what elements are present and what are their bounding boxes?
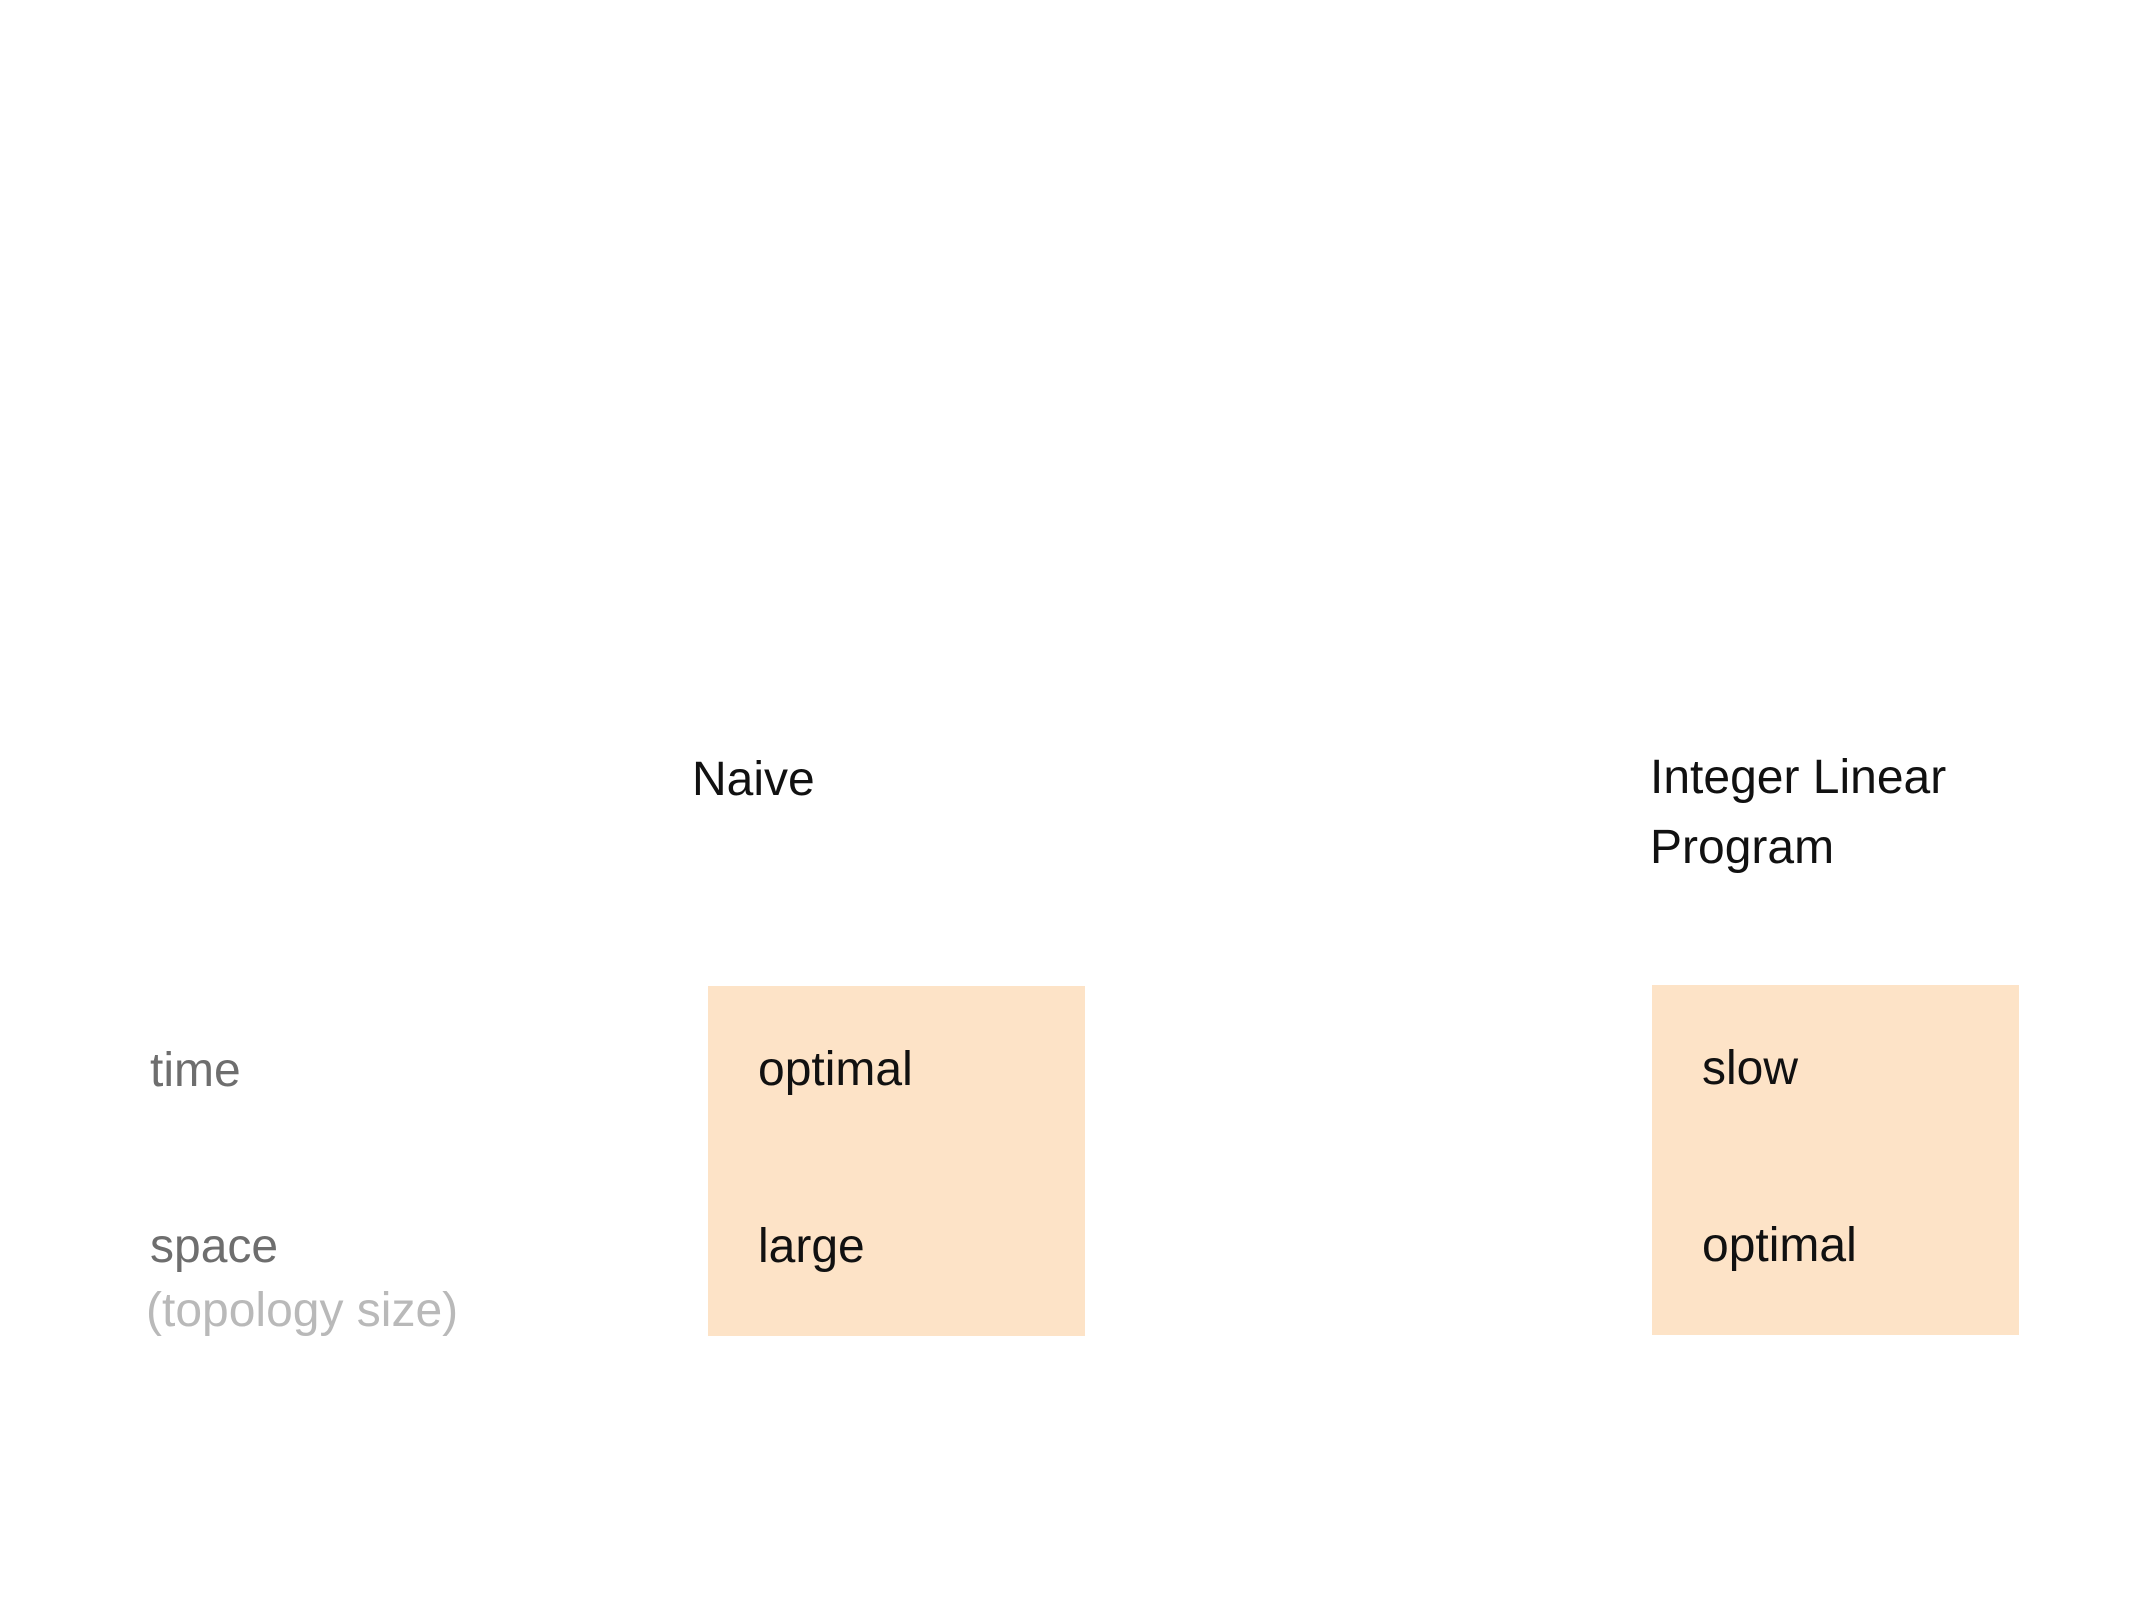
integer-linear-program-cell-box: slow optimal xyxy=(1652,985,2019,1335)
row-sublabel-topology-size: (topology size) xyxy=(146,1284,459,1337)
column-header-integer-linear-program: Integer Linear Program xyxy=(1650,751,1947,874)
integer-linear-program-space-value: optimal xyxy=(1702,1219,1857,1272)
row-label-space: space xyxy=(150,1220,279,1273)
column-header-naive: Naive xyxy=(692,753,815,806)
naive-time-value: optimal xyxy=(758,1043,913,1096)
integer-linear-program-time-value: slow xyxy=(1702,1042,1799,1095)
row-label-time: time xyxy=(150,1044,241,1097)
naive-space-value: large xyxy=(758,1220,865,1273)
naive-cell-box: optimal large xyxy=(708,986,1085,1336)
